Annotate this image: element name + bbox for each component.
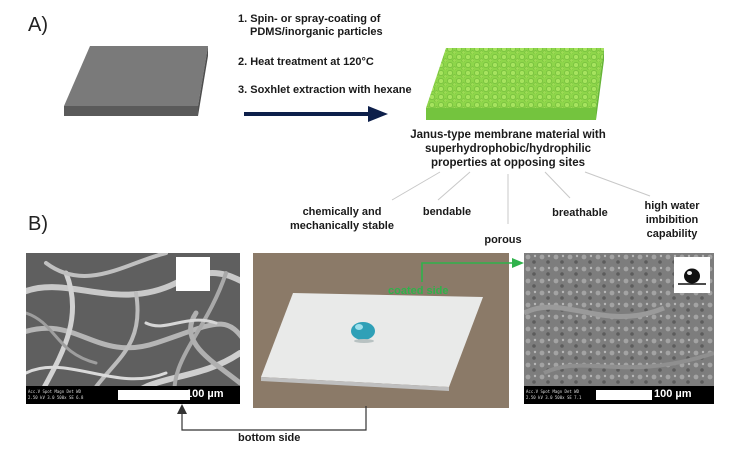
step-3: 3. Soxhlet extraction with hexane: [238, 84, 412, 96]
panel-a-label: A): [28, 14, 48, 36]
inset-water-contact: [674, 257, 710, 293]
janus-line3: properties at opposing sites: [431, 157, 585, 169]
scale-meta-left-2: 2.50 kV 3.0 500x SE 6.8: [28, 395, 84, 400]
coated-side-arrow: [421, 258, 524, 282]
scale-meta-right-2: 2.50 kV 3.0 500x SE 7.1: [526, 395, 582, 400]
scale-label-left: 100 µm: [186, 388, 224, 400]
water-line2: imbibition: [645, 214, 699, 226]
chemically-line2: mechanically stable: [290, 220, 394, 232]
scale-meta-left-1: Acc.V Spot Magn Det WD: [28, 389, 81, 394]
panel-b-label: B): [28, 213, 48, 235]
bottom-side-label: bottom side: [238, 432, 301, 444]
sem-image-coated-side: Acc.V Spot Magn Det WD 2.50 kV 3.0 500x …: [524, 253, 714, 404]
chemically-line1: chemically and: [302, 206, 382, 218]
property-porous: porous: [484, 234, 522, 246]
coated-side-label: coated side: [388, 285, 449, 297]
coated-membrane: [426, 48, 604, 120]
janus-line2: superhydrophobic/hydrophilic: [424, 143, 592, 155]
scale-bar-right: Acc.V Spot Magn Det WD 2.50 kV 3.0 500x …: [524, 386, 714, 404]
step-2: 2. Heat treatment at 120°C: [238, 56, 374, 68]
scale-label-right: 100 µm: [654, 388, 692, 400]
step-1-line1: 1. Spin- or spray-coating of: [238, 13, 381, 25]
step-1-line2: PDMS/inorganic particles: [250, 26, 383, 38]
janus-line1: Janus-type membrane material with: [410, 129, 606, 141]
membrane-photo-scene: [253, 253, 509, 408]
property-chemically-stable: chemically and mechanically stable: [284, 205, 400, 233]
inset-blank: [176, 257, 210, 291]
scale-meta-right-1: Acc.V Spot Magn Det WD: [526, 389, 579, 394]
bottom-side-bracket: [177, 404, 367, 431]
property-water-imbibition: high water imbibition capability: [628, 199, 716, 241]
step-1: 1. Spin- or spray-coating of PDMS/inorga…: [238, 13, 383, 39]
janus-description: Janus-type membrane material with superh…: [392, 128, 624, 170]
membrane-photo: [253, 253, 509, 408]
property-breathable: breathable: [552, 207, 608, 219]
water-line3: capability: [646, 228, 698, 240]
water-droplet-icon: [678, 268, 706, 285]
scale-bar-left: Acc.V Spot Magn Det WD 2.50 kV 3.0 500x …: [26, 386, 240, 404]
sem-image-bottom-side: Acc.V Spot Magn Det WD 2.50 kV 3.0 500x …: [26, 253, 240, 404]
water-line1: high water: [644, 200, 700, 212]
uncoated-substrate: [64, 46, 208, 116]
property-bendable: bendable: [422, 206, 472, 218]
process-arrow: [244, 106, 388, 122]
